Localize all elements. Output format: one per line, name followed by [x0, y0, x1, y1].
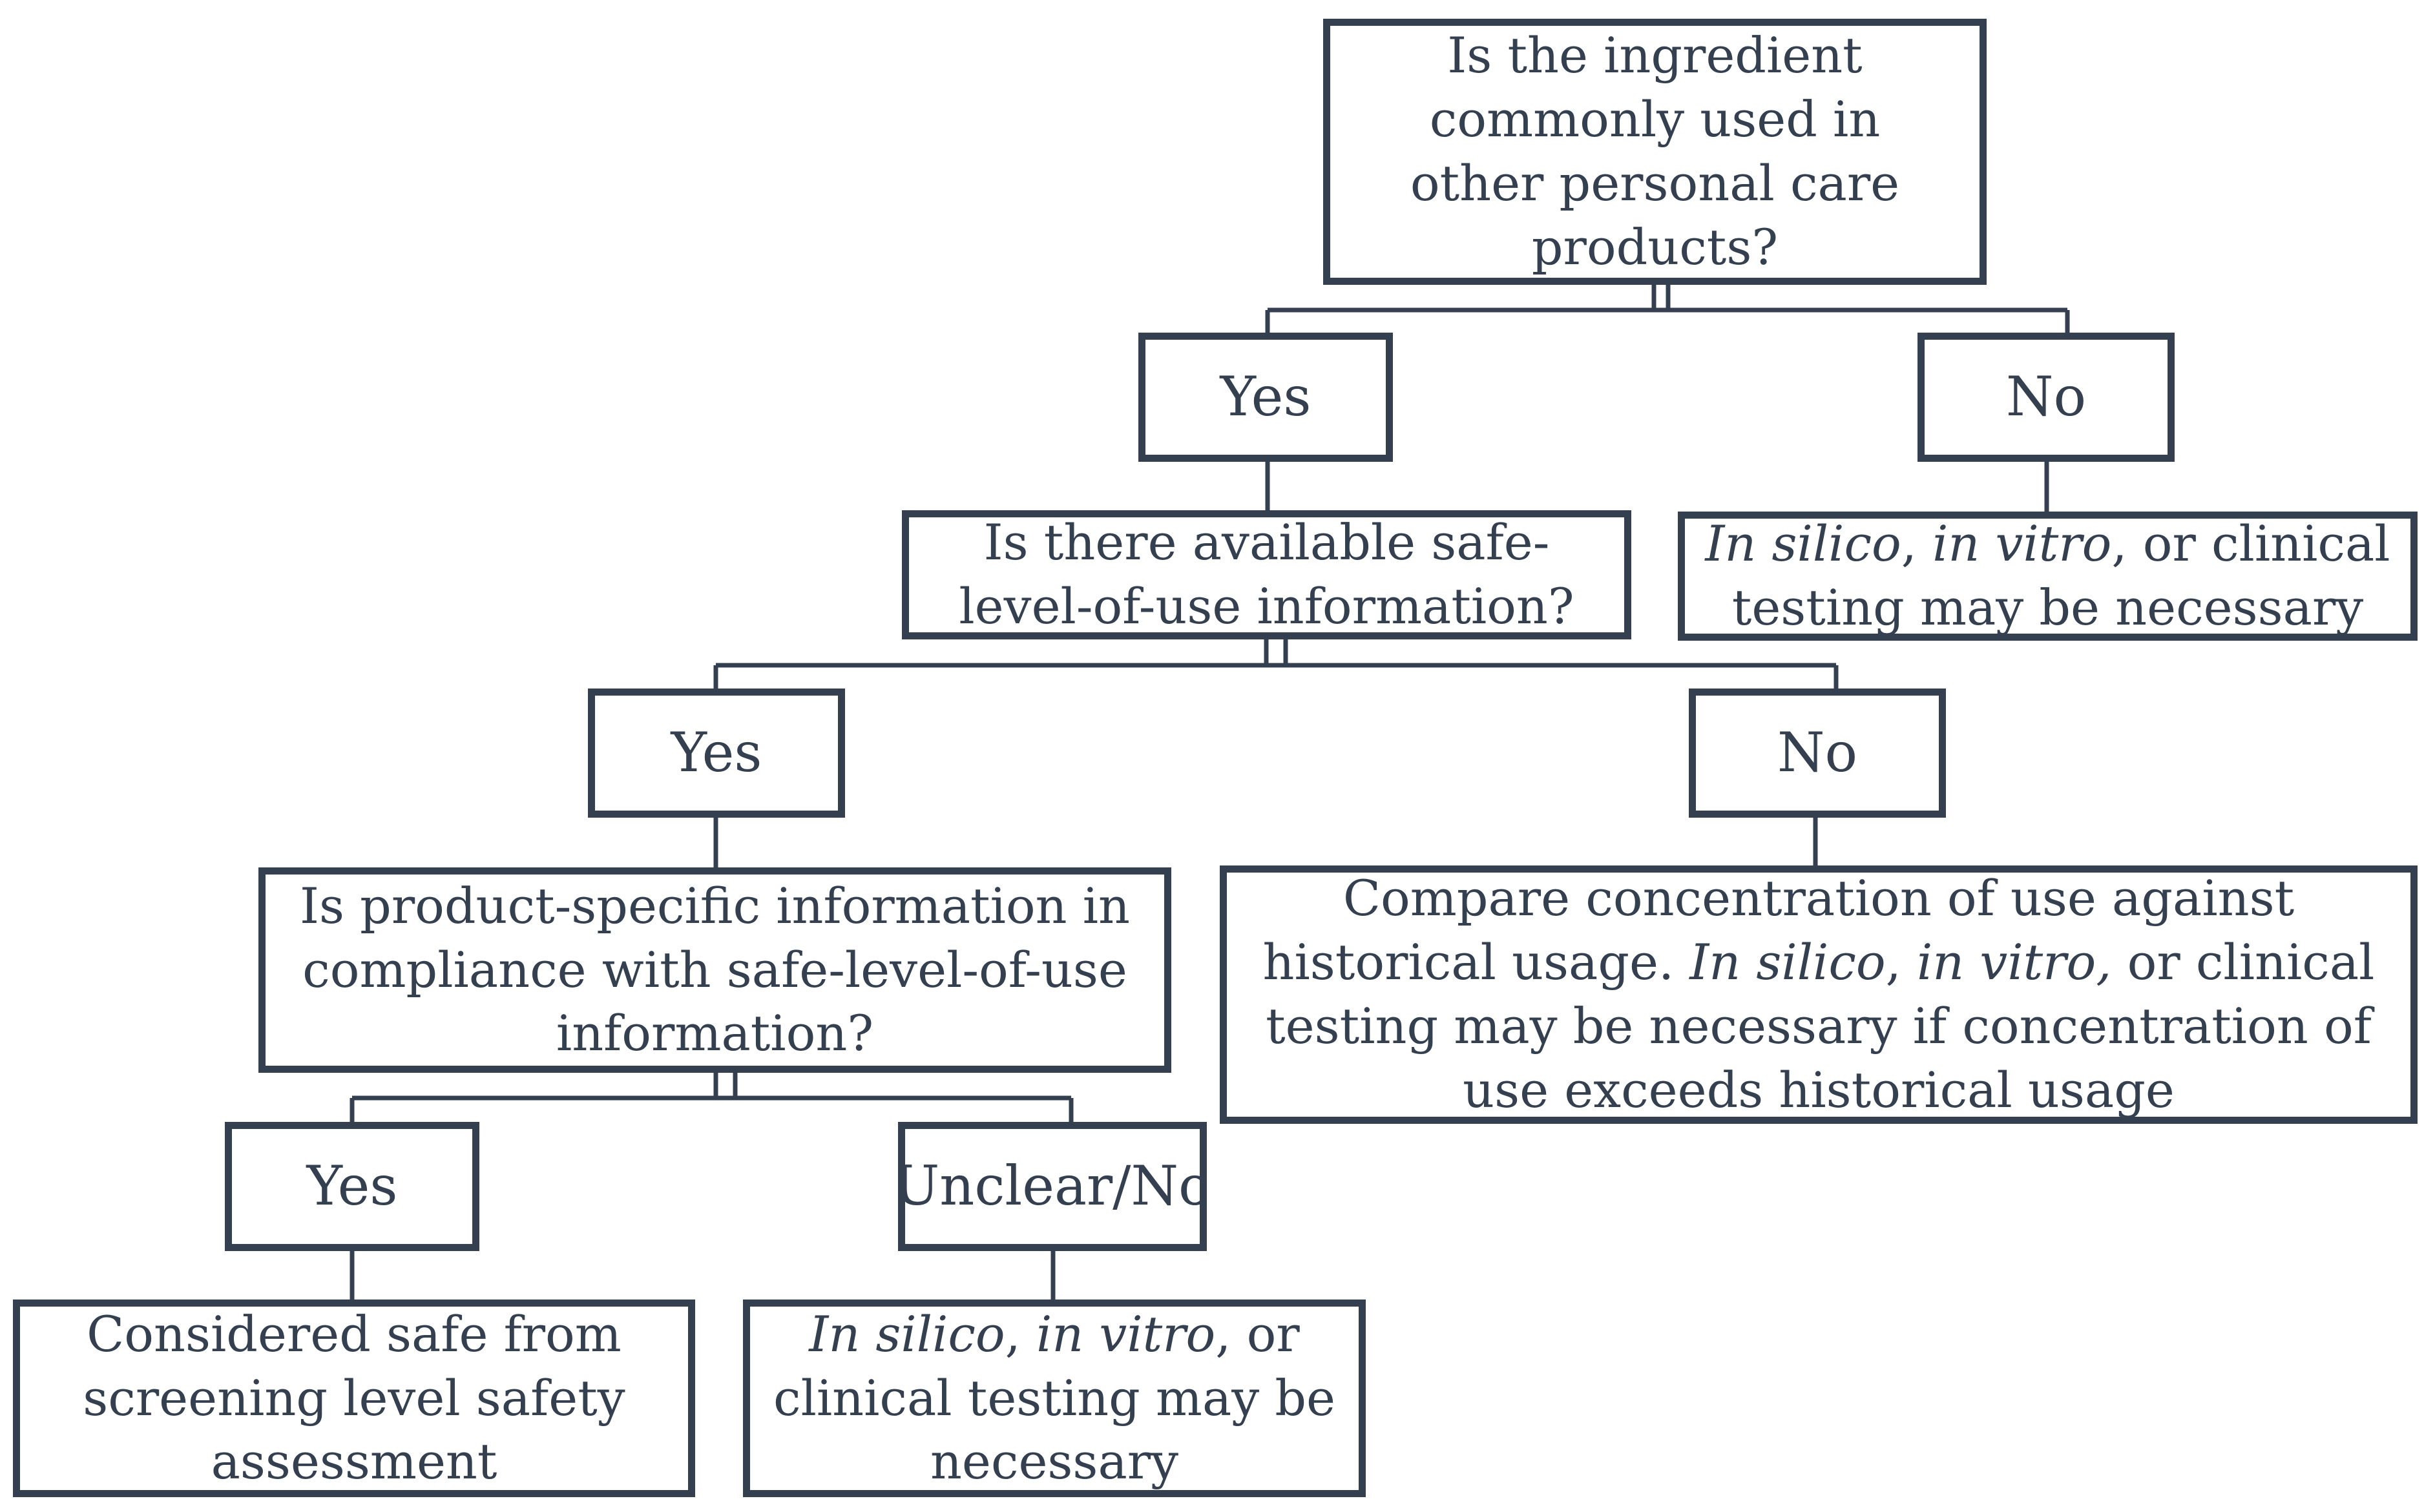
question-common-use-box: Is the ingredient commonly used in other…	[1323, 19, 1987, 285]
in-silico-term: In silico	[809, 1305, 1005, 1363]
result-text-part: , or clinical testing may be necessary	[1731, 515, 2390, 636]
result-text-part: or clinical testing may be necessary if …	[1266, 933, 2375, 1119]
question-safe-level-box: Is there available safe-level-of-use inf…	[902, 510, 1631, 639]
result-testing-necessary-box: In silico, in vitro, or clinical testing…	[1678, 512, 2418, 641]
answer-no-common-use-box: No	[1917, 333, 2175, 462]
in-silico-term: In silico	[1705, 515, 1901, 573]
question-safe-level-text: Is there available safe-level-of-use inf…	[959, 513, 1574, 635]
result-compare-concentration-text: Compare concentration of use against his…	[1237, 869, 2400, 1119]
result-text-part: ,	[1901, 515, 1933, 573]
answer-unclear-no-compliance-box: Unclear/No	[898, 1122, 1207, 1251]
result-testing-necessary-text: In silico, in vitro, or clinical testing…	[1695, 515, 2400, 636]
in-vitro-term: in vitro,	[1916, 933, 2112, 991]
result-compare-concentration-box: Compare concentration of use against his…	[1220, 865, 2418, 1124]
result-text-part: , or clinical testing may be necessary	[773, 1305, 1335, 1491]
result-considered-safe-box: Considered safe from screening level saf…	[13, 1300, 695, 1497]
question-compliance-box: Is product-specific information in compl…	[258, 867, 1171, 1073]
answer-yes-common-use-box: Yes	[1138, 333, 1393, 462]
result-text-part: ,	[1005, 1305, 1036, 1363]
question-compliance-text: Is product-specific information in compl…	[299, 876, 1131, 1062]
answer-yes-safe-level-label: Yes	[671, 721, 762, 785]
answer-no-common-use-label: No	[2005, 365, 2087, 429]
answer-no-safe-level-box: No	[1689, 689, 1946, 818]
answer-yes-compliance-box: Yes	[225, 1122, 479, 1251]
in-vitro-term: in vitro	[1036, 1305, 1216, 1363]
answer-unclear-no-compliance-label: Unclear/No	[898, 1154, 1207, 1218]
result-testing-necessary-compliance-text: In silico, in vitro, or clinical testing…	[764, 1305, 1345, 1491]
question-common-use-text: Is the ingredient commonly used in other…	[1410, 26, 1900, 276]
answer-yes-safe-level-box: Yes	[588, 689, 845, 818]
answer-yes-compliance-label: Yes	[306, 1154, 398, 1218]
in-silico-term: In silico	[1689, 933, 1886, 991]
answer-yes-common-use-label: Yes	[1220, 365, 1311, 429]
result-text-part: ,	[1885, 933, 1917, 991]
result-testing-necessary-compliance-box: In silico, in vitro, or clinical testing…	[743, 1300, 1366, 1497]
result-text-part: Compare concentration of use against his…	[1262, 869, 2295, 991]
result-considered-safe-text: Considered safe from screening level saf…	[83, 1305, 625, 1491]
answer-no-safe-level-label: No	[1777, 721, 1858, 785]
in-vitro-term: in vitro	[1932, 515, 2112, 573]
